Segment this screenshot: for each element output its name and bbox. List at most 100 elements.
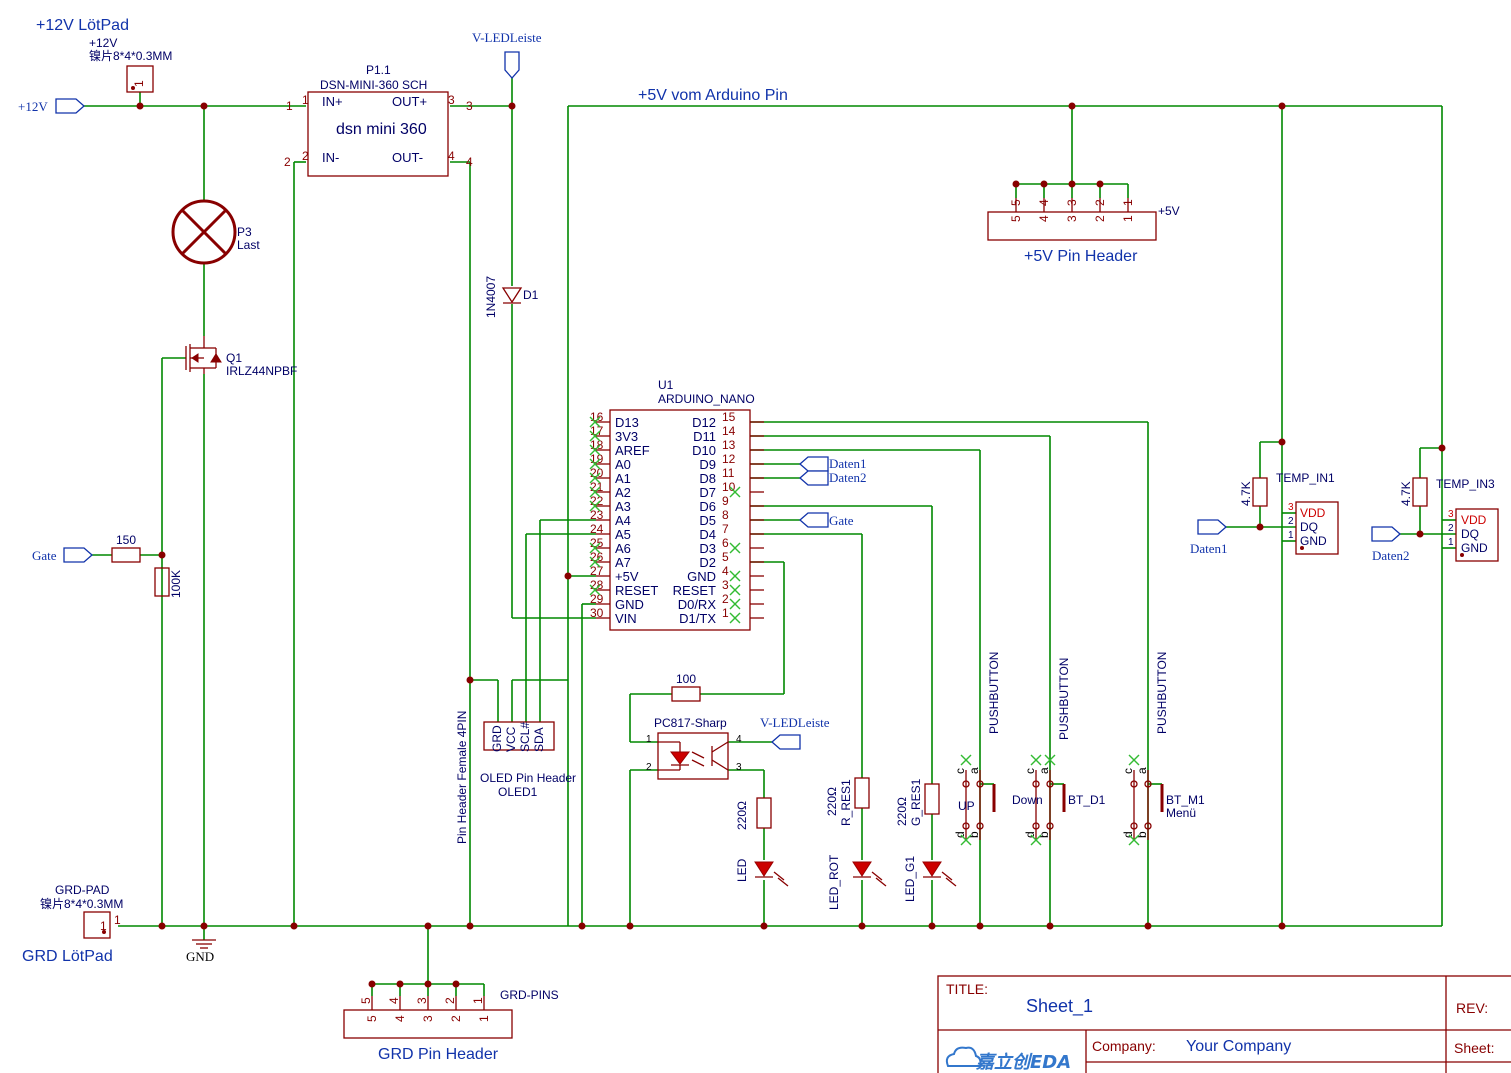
btn-menu-pin-d: d <box>1121 831 1135 838</box>
port-v-ledleiste-opto: V-LEDLeiste <box>760 715 830 750</box>
title-block: TITLE: Sheet_1 REV: Company: Your Compan… <box>937 975 1511 1073</box>
btn-menu-pin-c: c <box>1121 768 1135 774</box>
pad-gnd-value: 镍片8*4*0.3MM <box>40 897 123 911</box>
nc-marker <box>729 612 741 624</box>
nc-marker <box>589 472 601 484</box>
net-label-grd-lotpad: GRD LötPad <box>22 948 113 965</box>
temp1-pin3: 3 <box>1288 502 1294 513</box>
net-label-12v-lotpad: +12V LötPad <box>36 17 129 34</box>
led-g: 220Ω G_RES1 LED_G1 <box>895 778 957 902</box>
u1-left-pin-name: VIN <box>615 611 637 626</box>
u1-left-pin-name: +5V <box>615 569 639 584</box>
port-daten1-d9: Daten1 <box>799 456 867 472</box>
u1-right-pin-name: RESET <box>673 583 716 598</box>
p1-out-plus: OUT+ <box>392 94 427 109</box>
u1-left-pin-name: GND <box>615 597 644 612</box>
u1-ref: U1 <box>658 378 674 392</box>
temp1-dq: DQ <box>1300 520 1318 534</box>
pad-gnd-pin-num: 1 <box>114 913 121 927</box>
nc-marker <box>729 570 741 582</box>
port-v-ledleiste-top: V-LEDLeiste <box>472 30 542 79</box>
u1-left-pin-name: A6 <box>615 541 631 556</box>
p1-in-minus: IN- <box>322 150 339 165</box>
nc-marker <box>729 486 741 498</box>
resistor-150: 150 <box>111 533 141 563</box>
h5-pin5: 5 <box>1009 215 1023 222</box>
opto-pin4: 4 <box>736 734 742 745</box>
u1-left-pin-name: AREF <box>615 443 650 458</box>
hg-pin3-out: 3 <box>415 997 429 1004</box>
temp1-gnd: GND <box>1300 534 1327 548</box>
oled-header: GRD VCC SCL# SDA OLED Pin Header OLED1 P… <box>455 711 576 844</box>
port-gate-d5: Gate <box>799 512 854 528</box>
u1-right-pin-name: D3 <box>699 541 716 556</box>
temp1-pin1: 1 <box>1288 530 1294 541</box>
temp-sensor-2: 4.7K TEMP_IN3 VDD DQ GND 3 2 1 <box>1399 477 1499 562</box>
nc-marker <box>960 834 972 846</box>
u1-left-pin-num: 20 <box>590 466 604 480</box>
gnd-label: GND <box>186 949 214 964</box>
port-gate-in-label: Gate <box>32 548 57 563</box>
u1-left-pin-name: 3V3 <box>615 429 638 444</box>
btn-menu-value: Menü <box>1166 806 1196 820</box>
tb-company-label: Company: <box>1092 1038 1156 1054</box>
h5-ref: +5V <box>1158 204 1180 218</box>
u1-left-pin-num: 30 <box>590 606 604 620</box>
led-g-rref: G_RES1 <box>909 778 923 826</box>
pin-header-5v: 5 4 3 2 1 5 4 3 2 1 +5V +5V Pin Header <box>987 198 1180 265</box>
opto-value: PC817-Sharp <box>654 716 727 730</box>
u1-right-pin-num: 13 <box>722 438 736 452</box>
nc-marker <box>589 416 601 428</box>
port-v-ledleiste-top-label: V-LEDLeiste <box>472 30 542 45</box>
p1-in-plus: IN+ <box>322 94 343 109</box>
btn-down-pin-c: c <box>1023 768 1037 774</box>
tb-title: Sheet_1 <box>1026 996 1093 1017</box>
u1-right-pin-num: 5 <box>722 550 729 564</box>
btn-menu-type: PUSHBUTTON <box>1155 652 1169 734</box>
btn-menu-pin-a: a <box>1135 767 1149 774</box>
oled-pin-scl: SCL# <box>518 722 532 752</box>
hg-pin5: 5 <box>365 1015 379 1022</box>
oled-pin-vcc: VCC <box>504 726 518 752</box>
u1-right-pin-name: GND <box>687 569 716 584</box>
p1-out-minus: OUT- <box>392 150 423 165</box>
oled-ref: OLED1 <box>498 785 538 799</box>
port-gate-in: Gate <box>32 547 93 563</box>
opto-pin3: 3 <box>736 762 742 773</box>
btn-down-pin-b: b <box>1037 831 1051 838</box>
u1-right-pin-num: 10 <box>722 480 736 494</box>
nc-marker <box>589 584 601 596</box>
u1-left-pin-num: 23 <box>590 508 604 522</box>
u1-left-pin-num: 19 <box>590 452 604 466</box>
u1-right-pin-num: 2 <box>722 592 729 606</box>
u1-left-pin-name: A1 <box>615 471 631 486</box>
d1-value: 1N4007 <box>484 276 498 318</box>
opto-r-value: 100 <box>676 672 696 686</box>
u1-left-pin-name: A4 <box>615 513 631 528</box>
u1-right-pin-num: 7 <box>722 522 729 536</box>
temp2-r: 4.7K <box>1399 481 1413 506</box>
pushbutton-down: PUSHBUTTON Down BT_D1 c a d b <box>1012 658 1106 840</box>
oled-pin-grd: GRD <box>490 725 504 752</box>
btn-down-type: PUSHBUTTON <box>1057 658 1071 740</box>
nc-marker <box>589 556 601 568</box>
hg-pin1-out: 1 <box>471 997 485 1004</box>
p1-value: DSN-MINI-360 SCH <box>320 78 427 92</box>
u1-left-pin-name: D13 <box>615 415 639 430</box>
u1-right-pin-name: D2 <box>699 555 716 570</box>
p1-pin4-in: 4 <box>448 149 455 163</box>
temp2-pin2: 2 <box>1448 523 1454 534</box>
u1-right-pin-name: D9 <box>699 457 716 472</box>
opto-pin2: 2 <box>646 762 652 773</box>
mosfet-q1: Q1 IRLZ44NPBF <box>185 336 297 378</box>
led-opto: 220Ω LED <box>735 797 789 887</box>
led-g-r: 220Ω <box>895 797 909 826</box>
tb-logo-text: 嘉立创EDA <box>975 1052 1071 1073</box>
nc-marker <box>589 500 601 512</box>
no-connect-markers <box>589 416 1140 846</box>
oled-vertical-label: Pin Header Female 4PIN <box>455 711 469 844</box>
btn-down-value: Down <box>1012 793 1043 807</box>
u1-right-pin-num: 3 <box>722 578 729 592</box>
hg-pin2-out: 2 <box>443 997 457 1004</box>
nc-marker <box>1128 834 1140 846</box>
